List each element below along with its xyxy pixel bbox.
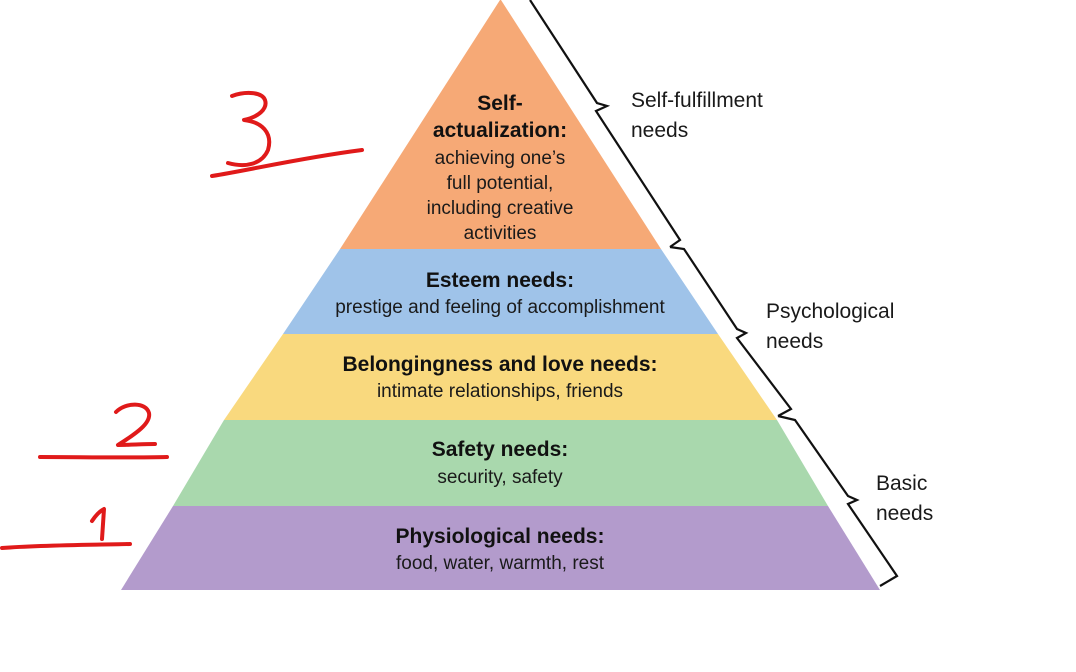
group-psychological-line-1: Psychological (766, 300, 894, 323)
tier-self-actualization-desc-line-3: including creative (427, 198, 574, 219)
annotation-number-2 (38, 402, 169, 460)
group-psychological-line-2: needs (766, 330, 823, 353)
annotation-number-3 (210, 90, 364, 178)
group-self-fulfillment-line-1: Self-fulfillment (631, 89, 763, 112)
tier-safety-title: Safety needs: (432, 438, 569, 461)
group-labels: Self-fulfillment needs Psychological nee… (631, 89, 933, 525)
bracket-psychological (669, 245, 793, 417)
group-brackets (529, 0, 899, 587)
tier-self-actualization-band (340, 0, 661, 249)
tier-safety-band (173, 420, 828, 506)
group-basic-line-2: needs (876, 502, 933, 525)
tier-physiological-band (121, 506, 880, 590)
pyramid (121, 0, 880, 590)
tier-self-actualization-title-line-2: actualization: (433, 119, 567, 142)
tier-physiological-title: Physiological needs: (396, 525, 605, 548)
bracket-self-fulfillment (529, 0, 682, 248)
tier-esteem-title: Esteem needs: (426, 269, 574, 292)
group-self-fulfillment-line-2: needs (631, 119, 688, 142)
group-basic-line-1: Basic (876, 472, 927, 495)
tier-labels: Physiological needs: food, water, warmth… (335, 92, 665, 574)
tier-belongingness-title: Belongingness and love needs: (342, 353, 657, 376)
tier-belongingness-band (224, 334, 777, 420)
tier-safety-desc: security, safety (437, 467, 563, 488)
tier-self-actualization-desc-line-4: activities (464, 223, 537, 244)
tier-physiological-desc: food, water, warmth, rest (396, 553, 605, 574)
tier-belongingness-desc: intimate relationships, friends (377, 381, 623, 402)
annotation-number-1 (0, 507, 132, 550)
tier-self-actualization-title-line-1: Self- (477, 92, 523, 115)
tier-self-actualization-desc-line-2: full potential, (447, 173, 554, 194)
tier-self-actualization-desc-line-1: achieving one’s (435, 148, 566, 169)
handwritten-annotations (0, 90, 364, 550)
bracket-basic (777, 414, 899, 587)
tier-esteem-desc: prestige and feeling of accomplishment (335, 297, 665, 318)
tier-esteem-band (283, 249, 718, 334)
